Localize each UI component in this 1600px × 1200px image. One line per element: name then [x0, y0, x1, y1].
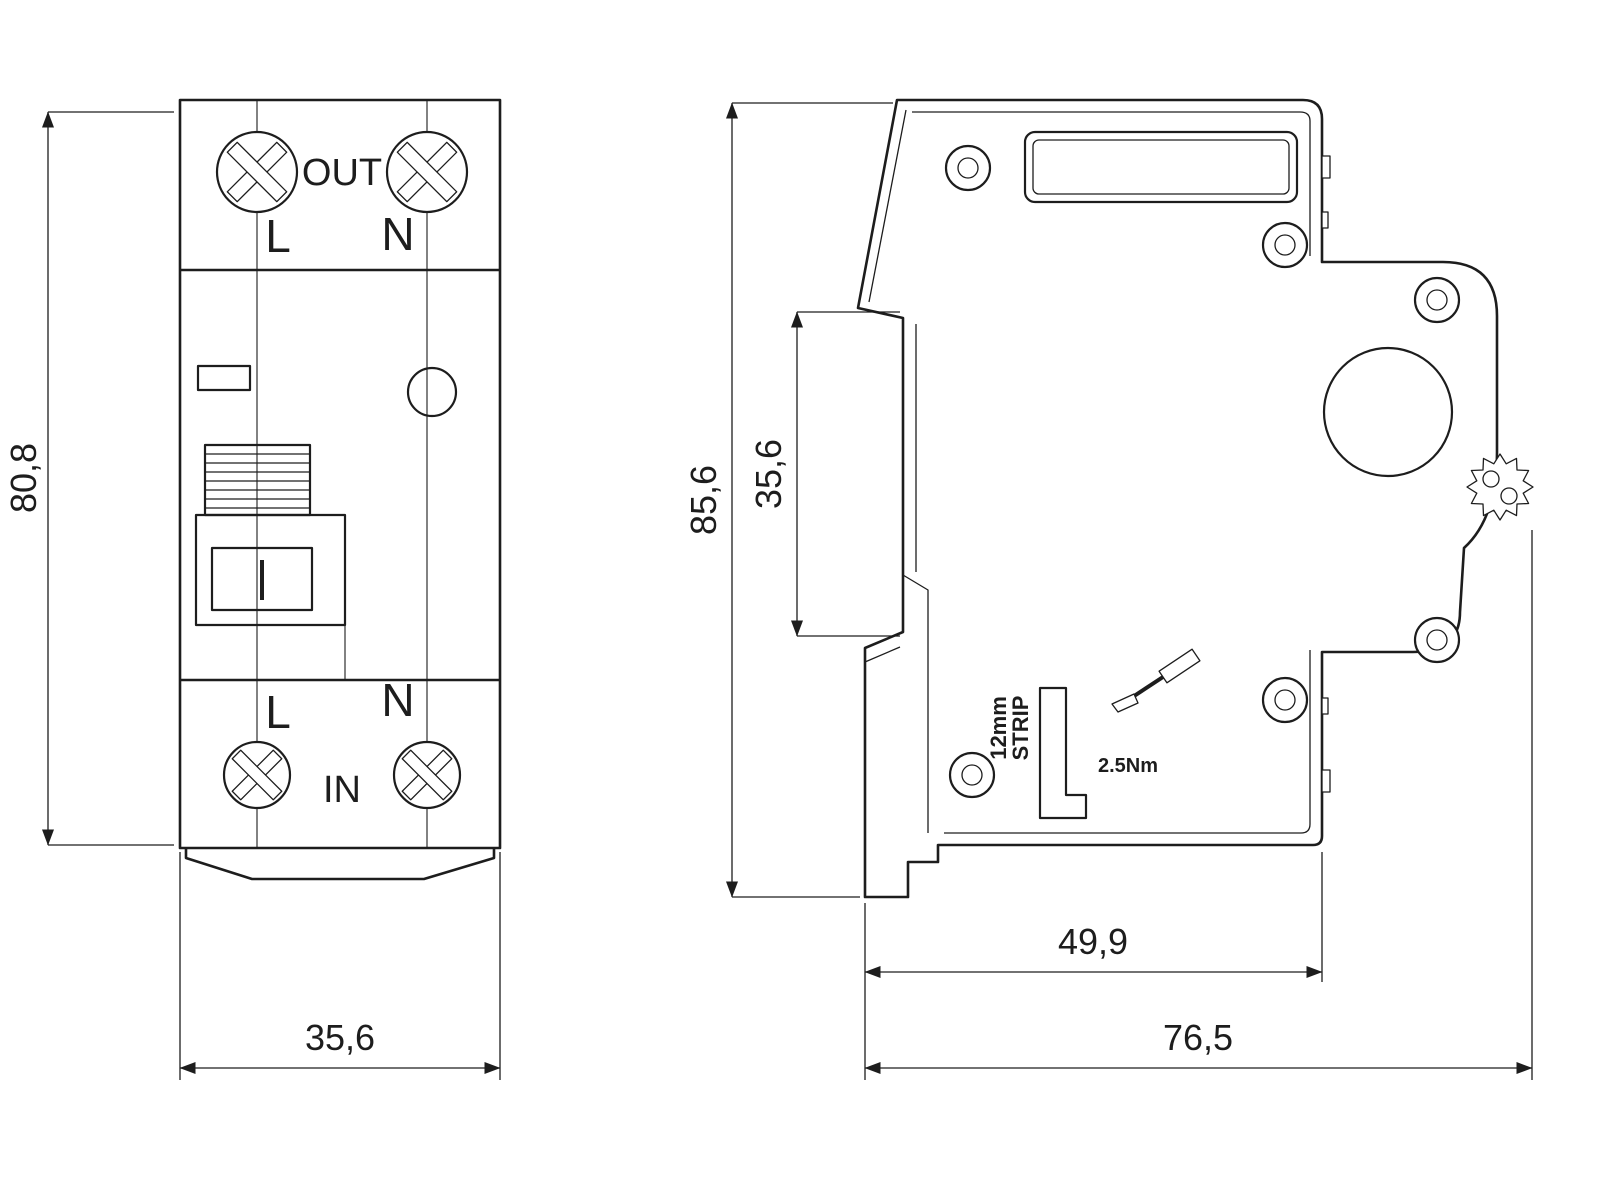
label-l-top: L	[265, 210, 291, 262]
label-n-bottom: N	[381, 674, 414, 726]
dim-label-35-6-side: 35,6	[748, 439, 789, 509]
label-recess-inner	[1032, 139, 1290, 195]
label-l-bottom: L	[265, 686, 291, 738]
strip-gauge-label-strip: STRIP	[1008, 696, 1033, 761]
front-bottom-clip	[184, 848, 496, 881]
toggle-body	[194, 513, 347, 627]
housing-rivets	[944, 144, 1461, 799]
right-edge-ticks	[1321, 155, 1331, 793]
label-out: OUT	[302, 152, 382, 194]
toggle-switch	[194, 443, 347, 627]
screwdriver-icon	[1111, 648, 1201, 713]
dimension-side-height: 85,6	[683, 102, 893, 898]
dimension-front-width: 35,6	[179, 852, 501, 1080]
label-n-top: N	[381, 208, 414, 260]
terminal-screw-in-l-icon	[222, 740, 292, 810]
terminal-screw-out-n-icon	[385, 130, 469, 214]
front-body-outline	[178, 98, 502, 850]
terminal-screw-in-n-icon	[392, 740, 462, 810]
side-view: 12mm STRIP 2.5Nm	[856, 98, 1534, 899]
toggle-face	[210, 546, 314, 612]
dimension-side-front-face: 35,6	[748, 311, 900, 637]
side-inner-wall-lines	[864, 109, 1311, 834]
strip-gauge	[1038, 686, 1088, 820]
test-button	[406, 366, 458, 418]
toothed-wheel	[1466, 453, 1534, 521]
terminal-screw-out-l-icon	[215, 130, 299, 214]
label-recess-outer	[1023, 130, 1299, 204]
dim-label-80-8: 80,8	[3, 443, 44, 513]
front-view: OUT L N L N IN	[178, 98, 502, 881]
dimension-front-height: 80,8	[3, 111, 174, 846]
side-body-outline	[856, 98, 1499, 899]
dim-label-35-6-front: 35,6	[305, 1017, 375, 1058]
housing-knockout-circle	[1322, 346, 1454, 478]
strip-gauge-label-12mm: 12mm	[986, 696, 1011, 760]
dimension-depth-total: 76,5	[864, 530, 1533, 1080]
dim-label-76-5: 76,5	[1163, 1017, 1233, 1058]
dim-label-49-9: 49,9	[1058, 921, 1128, 962]
dim-label-85-6: 85,6	[683, 465, 724, 535]
torque-label: 2.5Nm	[1098, 755, 1158, 777]
label-in: IN	[323, 769, 361, 811]
toggle-grip-hatching	[205, 453, 310, 509]
dimension-depth-body: 49,9	[864, 852, 1323, 1080]
front-indicator-window	[196, 364, 252, 392]
